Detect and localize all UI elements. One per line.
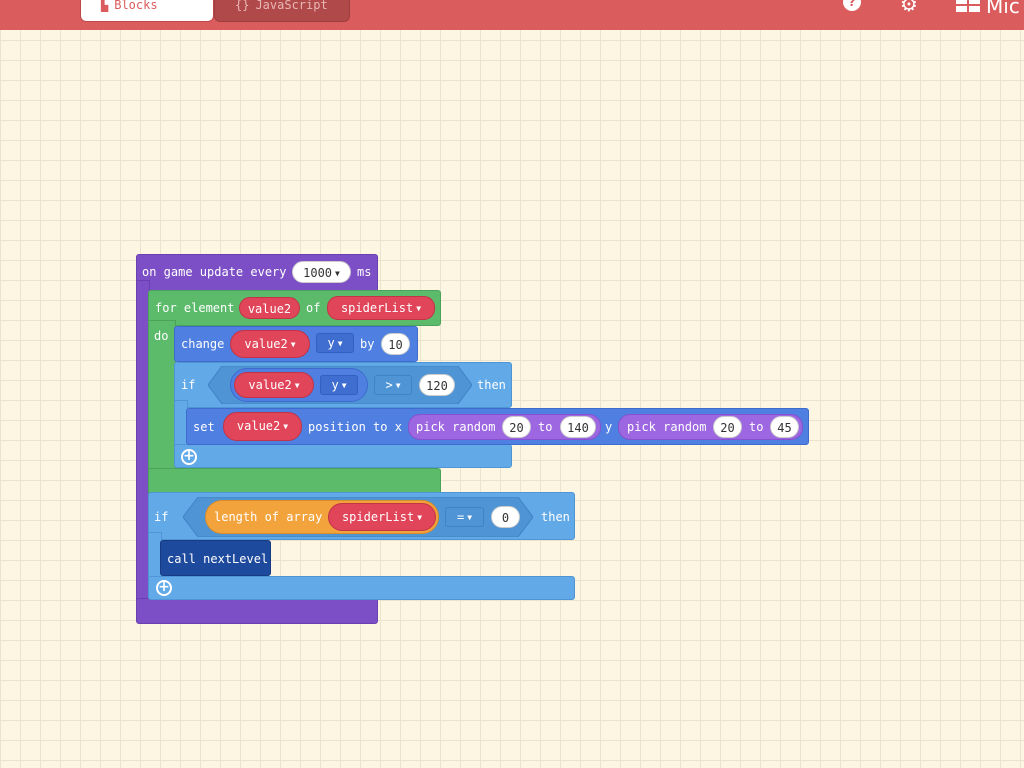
then-label-1: then [477, 378, 506, 392]
then-label-2: then [541, 510, 570, 524]
list-dropdown-value: spiderList [340, 301, 414, 315]
pick-random-y-label: pick random [627, 420, 707, 434]
do-label: do [154, 329, 169, 343]
pick-random-x-label: pick random [416, 420, 496, 434]
tab-javascript[interactable]: {} JavaScript [214, 0, 350, 22]
equals-value: 0 [501, 511, 510, 525]
tab-blocks[interactable]: ▙ Blocks [80, 0, 214, 22]
chevron-down-icon: ▼ [395, 381, 401, 390]
settings-button[interactable]: ⚙ [900, 0, 918, 16]
game-update-label: on game update every [142, 265, 287, 279]
chevron-down-icon: ▼ [417, 513, 423, 522]
call-next-level-block[interactable] [160, 540, 271, 576]
chevron-down-icon: ▼ [335, 269, 340, 278]
if-add-else-button-1[interactable]: + [181, 449, 197, 465]
random-y-from-input[interactable]: 20 [713, 416, 742, 438]
brand-label: Mic [986, 0, 1020, 18]
for-element-label: for element [155, 301, 235, 315]
if-variable-dropdown[interactable]: value2▼ [234, 372, 314, 398]
microsoft-logo [956, 0, 980, 12]
array-list-dropdown[interactable]: spiderList▼ [328, 503, 436, 531]
random-x-from-input[interactable]: 20 [502, 416, 531, 438]
compare-value: 120 [426, 379, 448, 393]
interval-dropdown[interactable]: 1000▼ [292, 261, 351, 283]
random-y-to-input[interactable]: 45 [770, 416, 799, 438]
if-label-1: if [181, 378, 196, 392]
for-element-body [148, 320, 176, 480]
random-x-from-value: 20 [509, 421, 524, 435]
if-label-2: if [154, 510, 169, 524]
if-block-1-footer [174, 444, 512, 468]
random-x-to-input[interactable]: 140 [560, 416, 596, 438]
chevron-down-icon: ▼ [290, 340, 296, 349]
top-bar: ▙ Blocks {} JavaScript ? ⚙ Mic [0, 0, 1024, 30]
length-of-array-label: length of array [214, 510, 323, 524]
chevron-down-icon: ▼ [294, 381, 300, 390]
change-amount-input[interactable]: 10 [381, 333, 410, 355]
change-variable-dropdown[interactable]: value2▼ [230, 330, 310, 358]
braces-icon: {} [235, 0, 250, 12]
random-x-to-label: to [538, 420, 553, 434]
call-next-level-label: call nextLevel [167, 552, 269, 566]
tab-javascript-label: JavaScript [255, 0, 328, 12]
equals-value-input[interactable]: 0 [491, 506, 520, 528]
for-variable-value: value2 [247, 302, 292, 316]
if-block-2-footer [148, 576, 575, 600]
tab-blocks-label: Blocks [114, 0, 158, 12]
if-property-dropdown[interactable]: y▼ [320, 375, 358, 395]
position-to-x-label: position to x [308, 420, 402, 434]
help-icon: ? [843, 0, 861, 11]
chevron-down-icon: ▼ [337, 339, 343, 348]
blocks-icon: ▙ [101, 0, 109, 12]
array-list-value: spiderList [341, 510, 415, 524]
equals-operator-dropdown[interactable]: =▼ [445, 507, 484, 527]
for-of-label: of [306, 301, 321, 315]
change-amount-value: 10 [388, 338, 403, 352]
game-update-footer [136, 598, 378, 624]
change-variable-value: value2 [244, 337, 288, 351]
position-y-label: y [605, 420, 613, 434]
if-property-value: y [331, 378, 339, 392]
change-label: change [181, 337, 225, 351]
chevron-down-icon: ▼ [467, 513, 473, 522]
chevron-down-icon: ▼ [416, 304, 422, 313]
chevron-down-icon: ▼ [283, 422, 289, 431]
change-by-label: by [360, 337, 375, 351]
interval-unit: ms [357, 265, 372, 279]
if-variable-value: value2 [248, 378, 292, 392]
for-variable-pill[interactable]: value2 [239, 297, 300, 319]
set-variable-value: value2 [236, 419, 281, 433]
if-add-else-button-2[interactable]: + [156, 580, 172, 596]
set-variable-dropdown[interactable]: value2▼ [223, 412, 302, 441]
random-y-to-label: to [749, 420, 764, 434]
change-property-value: y [327, 336, 335, 350]
gear-icon: ⚙ [900, 0, 918, 16]
help-button[interactable]: ? [843, 0, 861, 11]
random-y-from-value: 20 [720, 421, 735, 435]
comparison-operator-dropdown[interactable]: >▼ [374, 375, 412, 395]
random-y-to-value: 45 [777, 421, 792, 435]
chevron-down-icon: ▼ [341, 381, 347, 390]
interval-value: 1000 [303, 266, 333, 280]
change-property-dropdown[interactable]: y▼ [316, 333, 354, 353]
set-label: set [193, 420, 215, 434]
list-dropdown[interactable]: spiderList▼ [327, 296, 435, 320]
random-x-to-value: 140 [567, 421, 589, 435]
compare-value-input[interactable]: 120 [419, 374, 455, 396]
equals-operator-value: = [456, 510, 465, 524]
comparison-operator-value: > [385, 378, 393, 392]
